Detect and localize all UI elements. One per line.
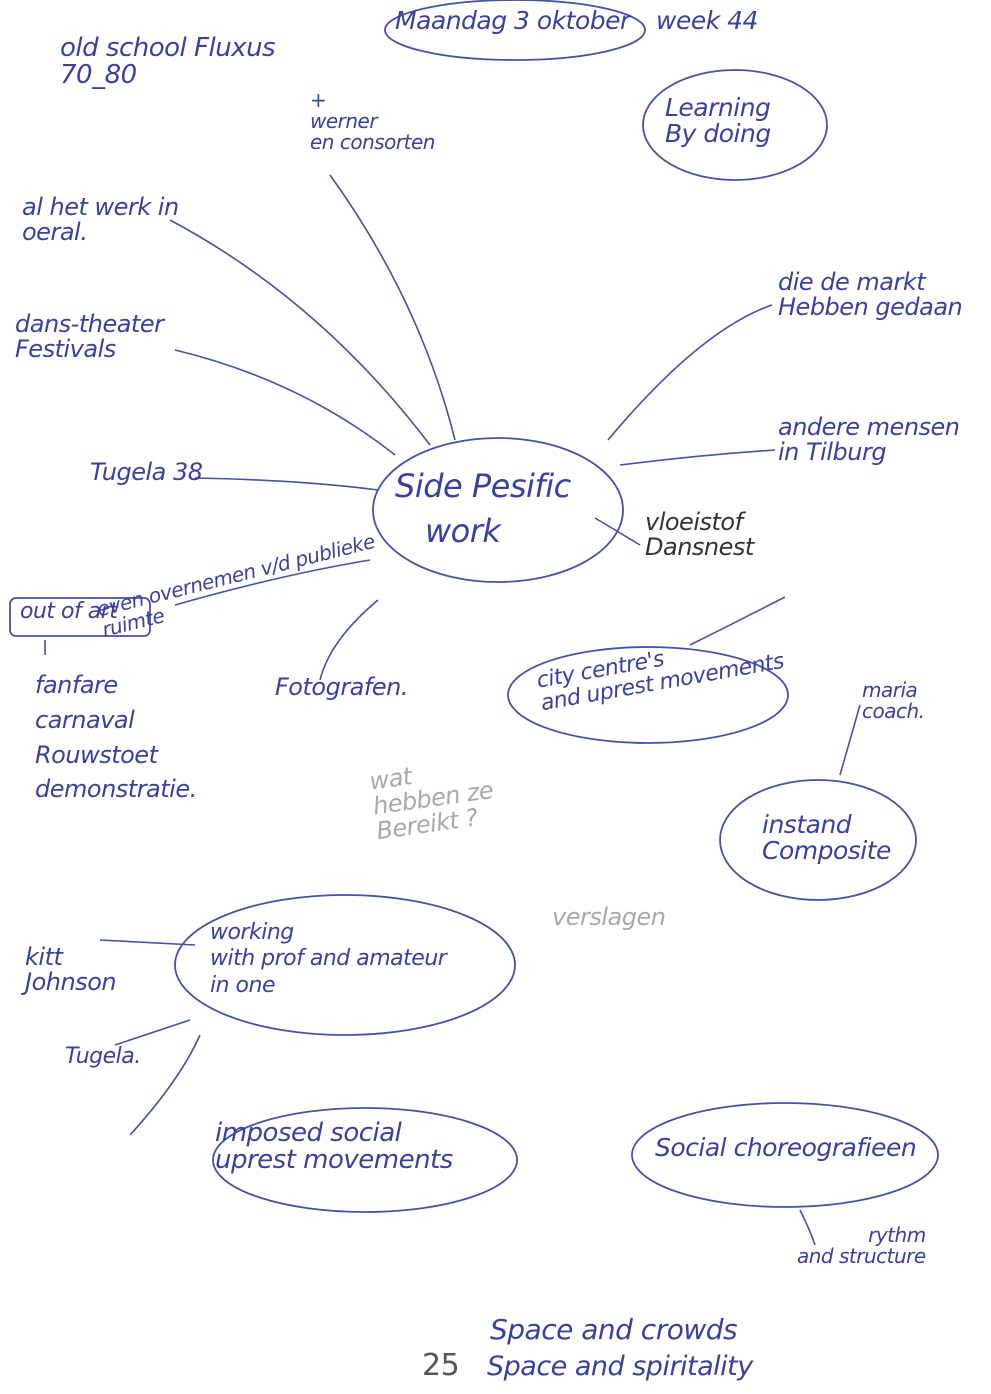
note-kitt: kitt Johnson xyxy=(25,943,117,997)
note-space-spirit: Space and spiritality xyxy=(487,1351,753,1382)
note-maria: maria coach. xyxy=(862,678,925,723)
note-wat-hebben: wat hebben ze Bereikt ? xyxy=(367,762,495,846)
note-social-choreo: Social choreografieen xyxy=(655,1133,917,1162)
note-werner: + werner en consorten xyxy=(310,88,435,154)
instand-cloud xyxy=(719,779,917,901)
note-old-school: old school Fluxus 70_80 xyxy=(60,33,276,91)
note-space-crowds: Space and crowds xyxy=(490,1313,738,1346)
date-cloud xyxy=(384,0,646,61)
note-tugela: Tugela. xyxy=(65,1044,141,1069)
working-cloud xyxy=(174,894,516,1036)
center-cloud xyxy=(372,437,624,583)
note-die-de-markt: die de markt Hebben gedaan xyxy=(778,268,963,322)
note-andere-mensen: andere mensen in Tilburg xyxy=(778,413,960,467)
note-tugela38: Tugela 38 xyxy=(90,458,203,486)
note-working: working with prof and amateur in one xyxy=(210,920,447,998)
note-out-of-art-list: fanfare carnaval Rouwstoet demonstratie. xyxy=(35,671,197,804)
note-al-het-werk: al het werk in oeral. xyxy=(22,193,179,247)
page-number: 25 xyxy=(422,1348,460,1383)
social-cloud xyxy=(631,1102,939,1208)
note-fotografen: Fotografen. xyxy=(275,673,408,701)
center-topic: Side Pesific xyxy=(395,467,571,505)
note-rythm: rythm and structure xyxy=(797,1223,926,1268)
note-vloeistof: vloeistof Dansnest xyxy=(645,508,754,562)
center-topic-line2: work xyxy=(425,512,501,550)
date-label: Maandag 3 oktober xyxy=(395,6,630,35)
city-cloud xyxy=(507,646,789,744)
imposed-cloud xyxy=(212,1107,518,1213)
note-imposed: imposed social uprest movements xyxy=(215,1118,453,1176)
week-label: week 44 xyxy=(656,6,758,35)
note-learning: Learning By doing xyxy=(665,93,771,149)
learning-cloud xyxy=(642,69,828,181)
note-instand: instand Composite xyxy=(762,810,891,866)
out-of-art-box xyxy=(9,597,151,637)
note-verslagen: verslagen xyxy=(552,903,666,931)
note-out-of-art: out of art xyxy=(20,599,118,624)
note-dans-theater: dans-theater Festivals xyxy=(15,310,164,364)
